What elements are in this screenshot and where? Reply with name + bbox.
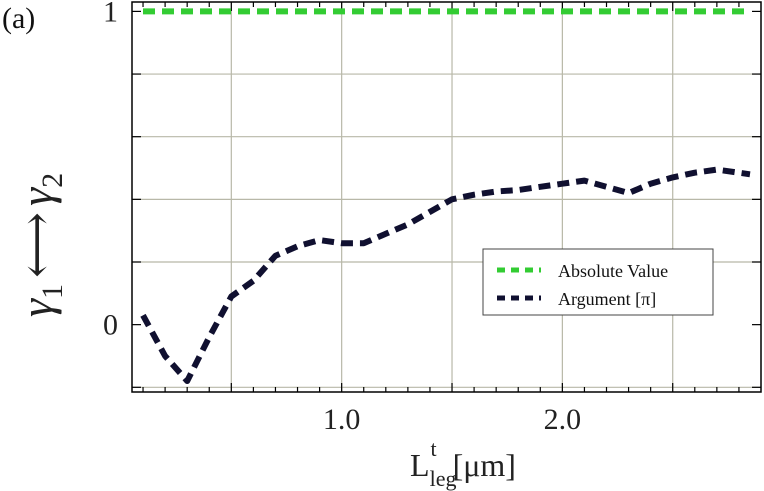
y-axis-title-left: γ (11, 297, 62, 317)
plot-frame (131, 1, 762, 393)
panel-label: (a) (2, 2, 36, 35)
legend-label-absolute-value: Absolute Value (558, 261, 668, 281)
x-axis-title: Lleg t [μm] (410, 436, 516, 491)
x-axis-title-main: L (410, 447, 430, 483)
svg-text:Llegt[μm]: Lleg t [μm] (410, 436, 516, 491)
x-axis-title-sup: t (430, 436, 436, 461)
x-axis-title-sub: leg (430, 466, 457, 491)
legend: Absolute Value Argument [π] (482, 248, 714, 316)
y-tick-label: 1 (103, 0, 118, 28)
svg-text:γ1⟷γ2: γ1⟷γ2 (11, 173, 69, 317)
x-axis-title-unit: [μm] (453, 447, 516, 483)
y-axis-title: γ1⟷γ2 (11, 173, 69, 317)
x-tick-label: 1.0 (323, 403, 361, 436)
y-tick-label: 0 (103, 309, 118, 342)
y-axis-title-right: γ (11, 186, 62, 206)
label-layer: 1.0 2.0 1 0 (103, 0, 581, 436)
tick-layer (132, 2, 761, 392)
y-axis-title-arrow: ⟷ (11, 212, 62, 278)
series-argument-line (140, 166, 751, 384)
grid-layer (132, 2, 761, 392)
y-axis-title-left-sub: 1 (36, 284, 69, 299)
series-layer (140, 8, 751, 384)
legend-box (482, 248, 714, 316)
y-axis-title-right-sub: 2 (36, 173, 69, 188)
x-tick-label: 2.0 (544, 403, 582, 436)
legend-label-argument: Argument [π] (558, 289, 656, 309)
